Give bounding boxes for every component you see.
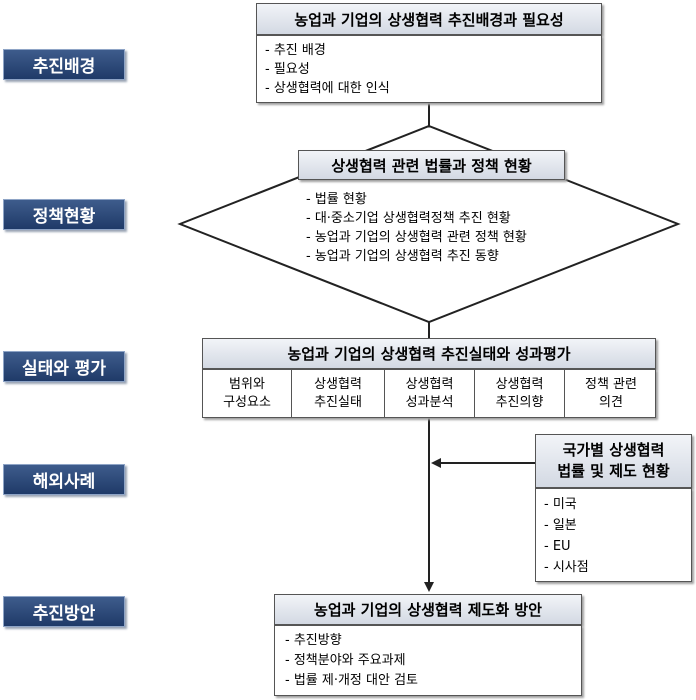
list-item: - 대·중소기업 상생협력정책 추진 현황 (306, 211, 511, 226)
policy-title: 상생협력 관련 법률과 정책 현황 (298, 150, 565, 180)
background-title: 농업과 기업의 상생협력 추진배경과 필요성 (256, 3, 602, 35)
list-item: - 일본 (544, 518, 577, 533)
policy-list: - 법률 현황 - 대·중소기업 상생협력정책 추진 현황 - 농업과 기업의 … (306, 190, 606, 266)
list-item: - 상생협력에 대한 인식 (265, 81, 390, 96)
status-title: 농업과 기업의 상생협력 추진실태와 성과평가 (202, 338, 656, 369)
stage-label-status: 실태와 평가 (3, 351, 125, 382)
stage-label-policy: 정책현황 (3, 199, 125, 230)
list-item: - 정책분야와 주요과제 (285, 653, 406, 668)
list-item: - 추진 배경 (265, 43, 326, 58)
list-item: - 법률 제·개정 대안 검토 (285, 673, 418, 688)
list-item: - 시사점 (544, 560, 589, 575)
list-item: - 농업과 기업의 상생협력 추진 동향 (306, 249, 499, 264)
list-item: - 필요성 (265, 62, 310, 77)
stage-label-background: 추진배경 (3, 49, 125, 80)
list-item: - 미국 (544, 497, 577, 512)
list-item: - 법률 현황 (306, 192, 367, 207)
overseas-list: - 미국 - 일본 - EU - 시사점 (535, 488, 692, 582)
stage-label-plan: 추진방안 (3, 596, 125, 627)
plan-title: 농업과 기업의 상생협력 제도화 방안 (274, 594, 582, 625)
list-item: - EU (544, 539, 571, 554)
background-list: - 추진 배경 - 필요성 - 상생협력에 대한 인식 (256, 35, 602, 103)
plan-list: - 추진방향 - 정책분야와 주요과제 - 법률 제·개정 대안 검토 (274, 625, 582, 696)
list-item: - 농업과 기업의 상생협력 관련 정책 현황 (306, 230, 527, 245)
overseas-title: 국가별 상생협력 법률 및 제도 현황 (535, 434, 692, 488)
stage-label-overseas: 해외사례 (3, 464, 125, 495)
list-item: - 추진방향 (285, 633, 342, 648)
